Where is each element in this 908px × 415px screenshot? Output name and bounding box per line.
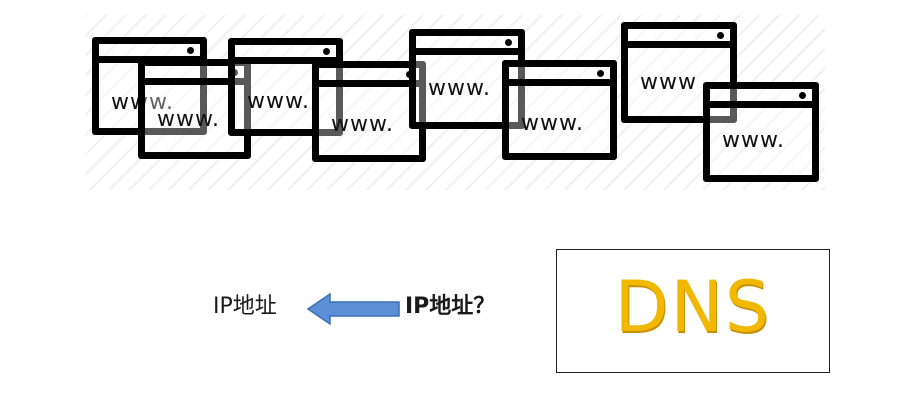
window-url-text: www. — [722, 128, 785, 153]
browser-window-4: www. — [312, 61, 426, 162]
window-title-bar — [628, 34, 730, 48]
window-dot-icon — [799, 92, 806, 99]
dns-box: DNS — [556, 249, 830, 373]
window-dot-icon — [505, 39, 512, 46]
browser-window-3: www. — [228, 38, 343, 136]
window-url-text: www. — [331, 112, 394, 137]
window-url-text: www. — [247, 89, 310, 114]
window-dot-icon — [323, 48, 330, 55]
window-url-text: www. — [157, 107, 220, 132]
window-url-text: www. — [428, 76, 491, 101]
window-url-text: www. — [521, 111, 584, 136]
window-dot-icon — [187, 47, 194, 54]
window-title-bar — [710, 94, 812, 108]
dns-label: DNS — [614, 266, 772, 348]
browser-window-8: www. — [703, 82, 819, 182]
ip-address-question: IP地址？ — [405, 294, 496, 319]
window-title-bar — [509, 72, 610, 86]
window-title-bar — [145, 71, 244, 85]
left-arrow-icon — [306, 292, 400, 326]
window-dot-icon — [717, 32, 724, 39]
window-title-bar — [416, 41, 518, 55]
window-title-bar — [235, 50, 336, 64]
arrow-shape — [306, 292, 400, 326]
window-dot-icon — [597, 70, 604, 77]
window-title-bar — [319, 73, 419, 87]
ip-address-label: IP地址 — [213, 294, 277, 319]
window-url-text: www — [640, 70, 697, 95]
browser-window-1: www. — [92, 37, 207, 135]
browser-window-6: www. — [502, 60, 617, 160]
